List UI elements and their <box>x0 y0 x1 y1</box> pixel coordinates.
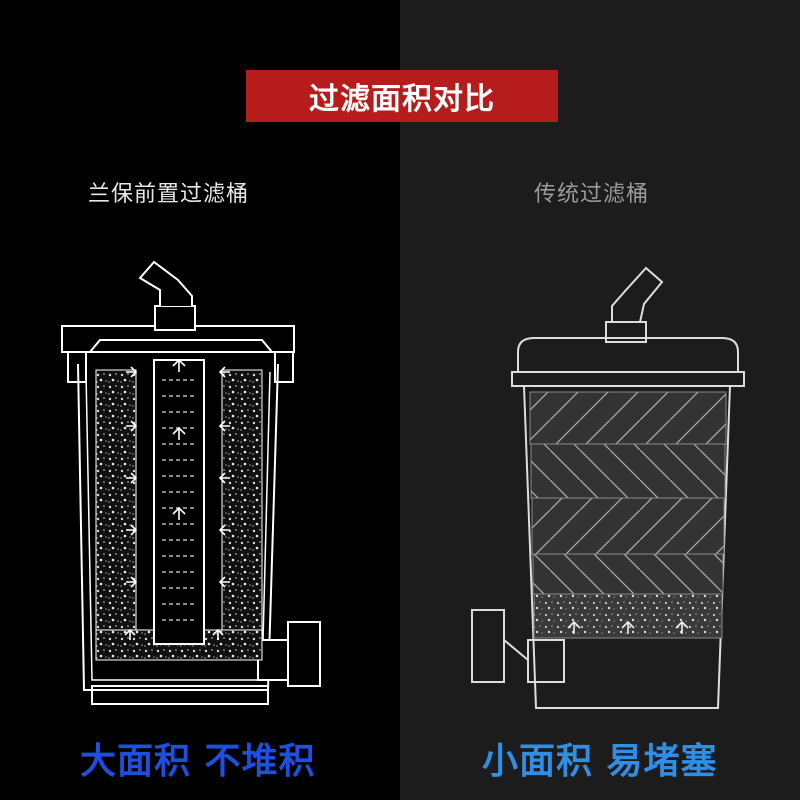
lanbao-filter-diagram <box>61 260 321 705</box>
traditional-caption: 小面积 易堵塞 <box>482 741 718 782</box>
traditional-filter-label: 传统过滤桶 <box>534 182 650 207</box>
lanbao-filter-label: 兰保前置过滤桶 <box>88 182 250 207</box>
lanbao-caption: 大面积 不堆积 <box>80 741 316 782</box>
title-banner: 过滤面积对比 <box>246 70 558 122</box>
traditional-filter-diagram <box>471 266 745 709</box>
